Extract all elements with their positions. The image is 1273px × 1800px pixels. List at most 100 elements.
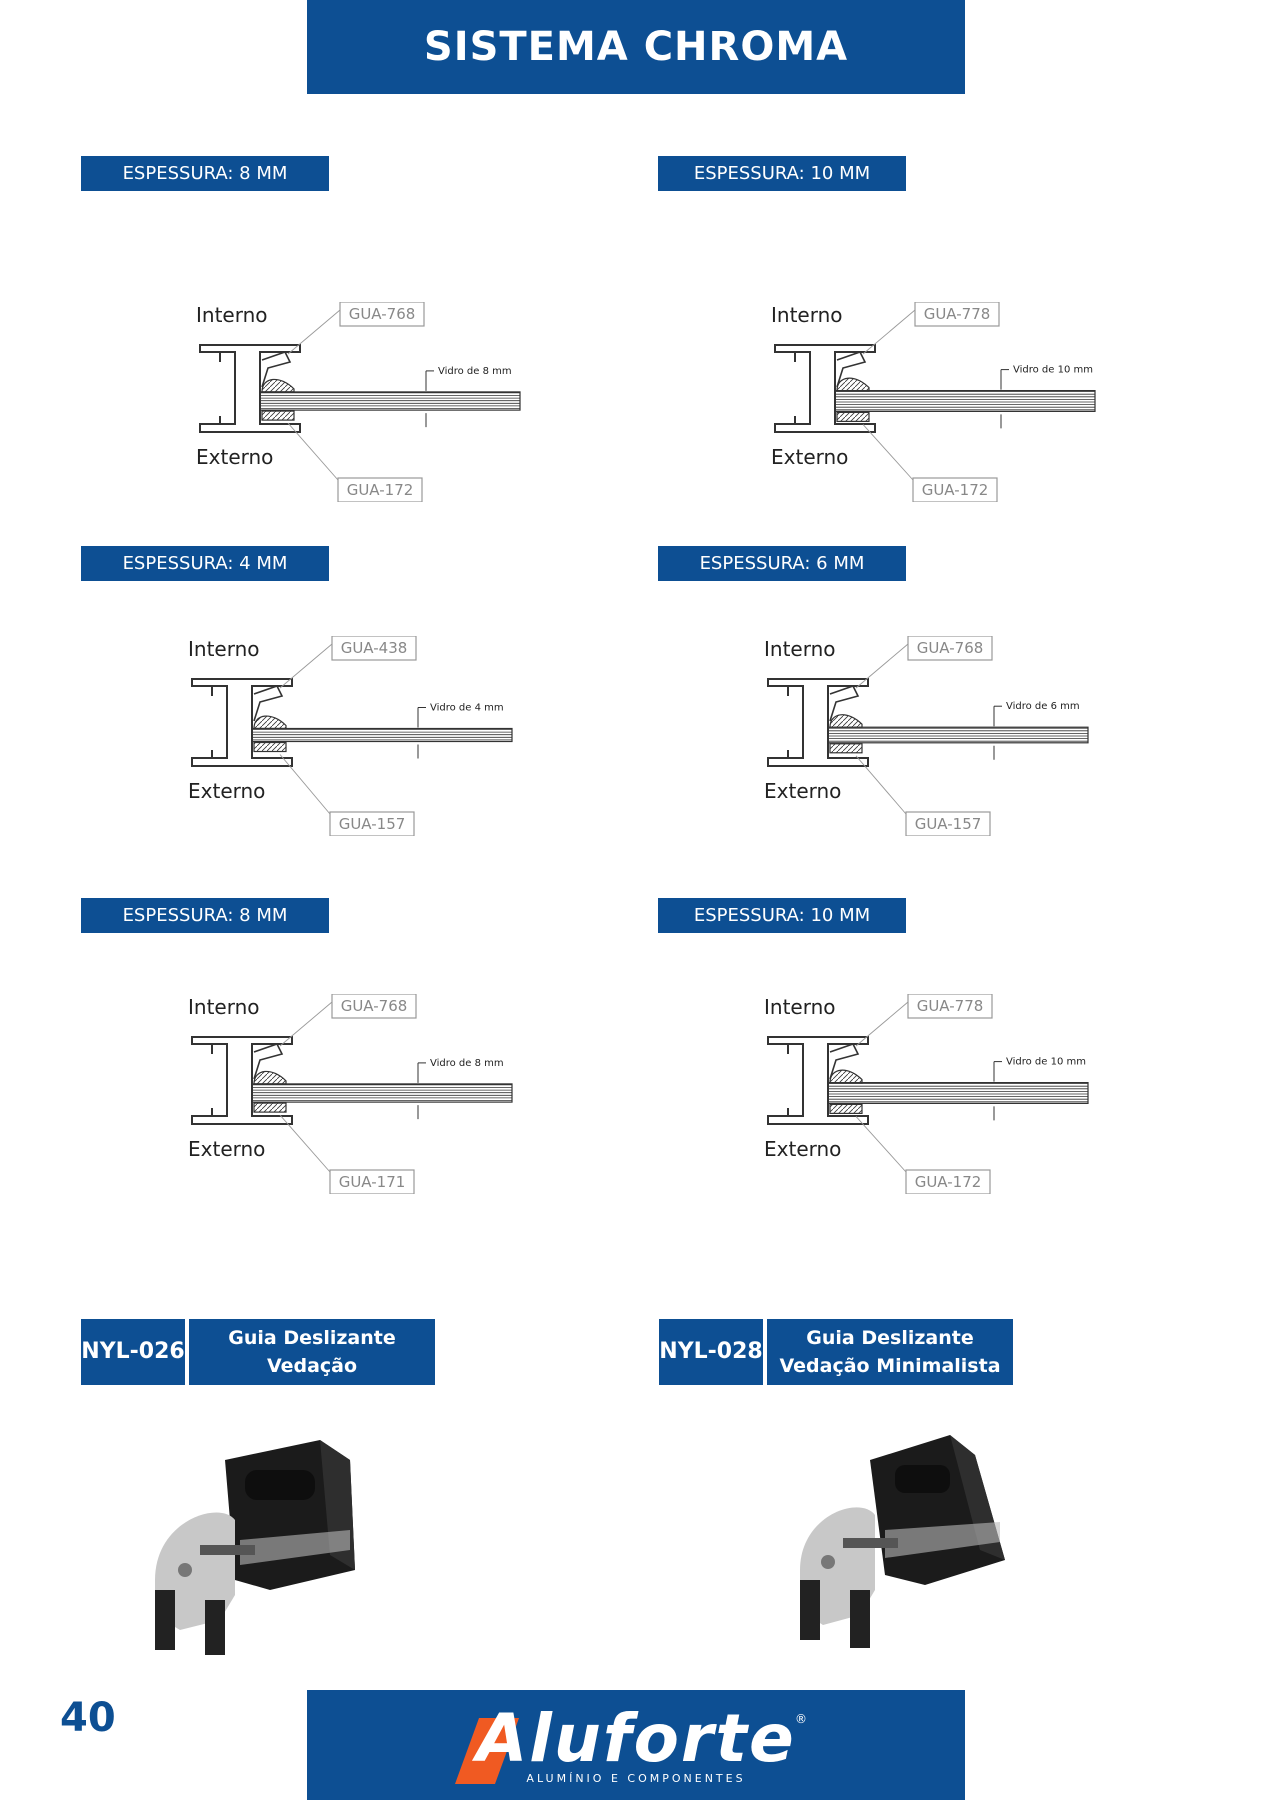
glass-pane: [251, 1083, 513, 1103]
product-name-line: Vedação: [266, 1355, 358, 1377]
top-code-box: [914, 302, 1000, 327]
bottom-code-box: [337, 477, 423, 502]
interno-label: Interno: [188, 995, 260, 1019]
glass-label: Vidro de 10 mm: [1006, 1057, 1086, 1068]
externo-label: Externo: [764, 779, 841, 803]
externo-label: Externo: [771, 445, 848, 469]
thickness-label: ESPESSURA: 8 MM: [81, 898, 329, 933]
glass-pane: [834, 389, 1096, 412]
top-code-label: GUA-778: [924, 305, 991, 323]
aluminum-profile: [191, 678, 293, 767]
product-name: Guia Deslizante Vedação Minimalista: [767, 1319, 1013, 1385]
header-bar: SISTEMA CHROMA: [307, 0, 965, 94]
product-code: NYL-028: [659, 1319, 763, 1385]
glass-label: Vidro de 4 mm: [430, 703, 504, 714]
top-code-label: GUA-768: [349, 305, 416, 323]
externo-label: Externo: [188, 1137, 265, 1161]
externo-label: Externo: [188, 779, 265, 803]
brand-logo: Aluforte: [476, 1700, 796, 1777]
top-code-box: [339, 302, 425, 327]
glass-pane: [827, 726, 1089, 744]
thickness-label: ESPESSURA: 10 MM: [658, 156, 906, 191]
interno-label: Interno: [188, 637, 260, 661]
product-name-line: Vedação Minimalista: [779, 1355, 1001, 1377]
bottom-guide: [829, 1103, 863, 1115]
bottom-guide: [261, 410, 295, 421]
gasket: [836, 377, 870, 392]
thickness-label: ESPESSURA: 10 MM: [658, 898, 906, 933]
bottom-code-label: GUA-157: [339, 815, 406, 833]
interno-label: Interno: [764, 995, 836, 1019]
thickness-label: ESPESSURA: 4 MM: [81, 546, 329, 581]
externo-label: Externo: [764, 1137, 841, 1161]
product-name: Guia Deslizante Vedação: [189, 1319, 435, 1385]
top-code-box: [331, 636, 417, 661]
bottom-code-box: [905, 1169, 991, 1194]
aluminum-profile: [199, 344, 301, 433]
bottom-code-label: GUA-172: [347, 481, 414, 499]
footer-bar: Aluforte ® ALUMÍNIO E COMPONENTES: [307, 1690, 965, 1800]
aluminum-profile: [767, 1036, 869, 1125]
gasket: [253, 1070, 287, 1085]
glass-label: Vidro de 10 mm: [1013, 365, 1093, 376]
top-code-label: GUA-778: [917, 997, 984, 1015]
glass-pane: [259, 391, 521, 411]
bottom-code-box: [329, 811, 415, 836]
page-number: 40: [60, 1695, 116, 1741]
bottom-code-box: [912, 477, 998, 502]
bottom-code-label: GUA-172: [915, 1173, 982, 1191]
top-code-box: [331, 994, 417, 1019]
gasket: [261, 378, 295, 393]
top-code-label: GUA-438: [341, 639, 408, 657]
aluminum-profile: [774, 344, 876, 433]
product-image-nyl-026: [150, 1430, 390, 1670]
glass-label: Vidro de 6 mm: [1006, 701, 1080, 712]
bottom-guide: [253, 741, 287, 753]
bottom-code-label: GUA-157: [915, 815, 982, 833]
interno-label: Interno: [196, 303, 268, 327]
gasket: [829, 714, 863, 728]
glass-label: Vidro de 8 mm: [430, 1058, 504, 1069]
interno-label: Interno: [771, 303, 843, 327]
glass-pane: [251, 727, 513, 743]
product-name-line: Guia Deslizante: [806, 1327, 974, 1349]
product-name-line: Guia Deslizante: [228, 1327, 396, 1349]
glass-label: Vidro de 8 mm: [438, 366, 512, 377]
externo-label: Externo: [196, 445, 273, 469]
top-code-label: GUA-768: [917, 639, 984, 657]
interno-label: Interno: [764, 637, 836, 661]
product-code: NYL-026: [81, 1319, 185, 1385]
registered-mark: ®: [795, 1712, 807, 1726]
top-code-label: GUA-768: [341, 997, 408, 1015]
brand-tagline: ALUMÍNIO E COMPONENTES: [526, 1772, 746, 1785]
top-code-box: [907, 636, 993, 661]
page-title: SISTEMA CHROMA: [423, 24, 849, 70]
top-code-box: [907, 994, 993, 1019]
bottom-code-box: [329, 1169, 415, 1194]
bottom-code-label: GUA-172: [922, 481, 989, 499]
bottom-guide: [836, 411, 870, 423]
gasket: [829, 1069, 863, 1084]
glass-pane: [827, 1081, 1089, 1104]
gasket: [253, 715, 287, 730]
bottom-guide: [829, 743, 863, 754]
bottom-guide: [253, 1102, 287, 1113]
thickness-label: ESPESSURA: 6 MM: [658, 546, 906, 581]
bottom-code-label: GUA-171: [339, 1173, 406, 1191]
aluminum-profile: [767, 678, 869, 767]
aluminum-profile: [191, 1036, 293, 1125]
bottom-code-box: [905, 811, 991, 836]
product-image-nyl-028: [795, 1430, 1035, 1670]
